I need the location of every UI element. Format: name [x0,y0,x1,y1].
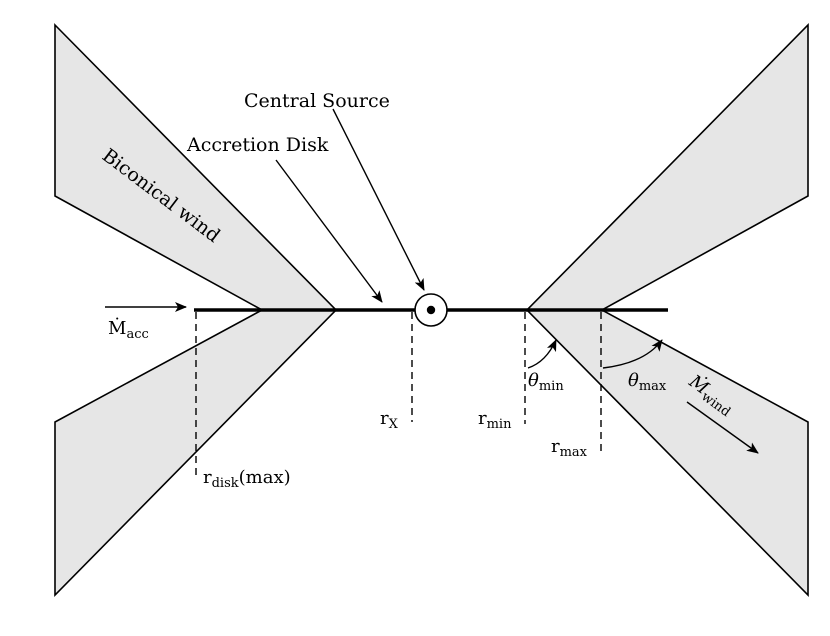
theta-min-arc [527,339,557,369]
accretion-disk-label: Accretion Disk [186,134,329,156]
central-source-pointer-arrow [332,108,425,291]
accretion-disk-pointer-arrow [275,159,383,303]
m-acc-label: Ṁacc [108,316,149,342]
central-source-dot [426,305,436,315]
r-x-label: rX [380,408,399,432]
theta-max-arc [602,339,663,369]
theta-min-label: θmin [528,370,564,394]
r-min-label: rmin [478,408,512,432]
wind-cone-upper-right [525,23,809,311]
theta-max-label: θmax [628,370,667,394]
r-max-label: rmax [551,436,588,460]
m-wind-arrow [686,401,759,454]
central-source-label: Central Source [244,90,390,112]
r-disk-max-label: rdisk(max) [203,467,291,491]
wind-cone-upper-left [54,23,338,311]
